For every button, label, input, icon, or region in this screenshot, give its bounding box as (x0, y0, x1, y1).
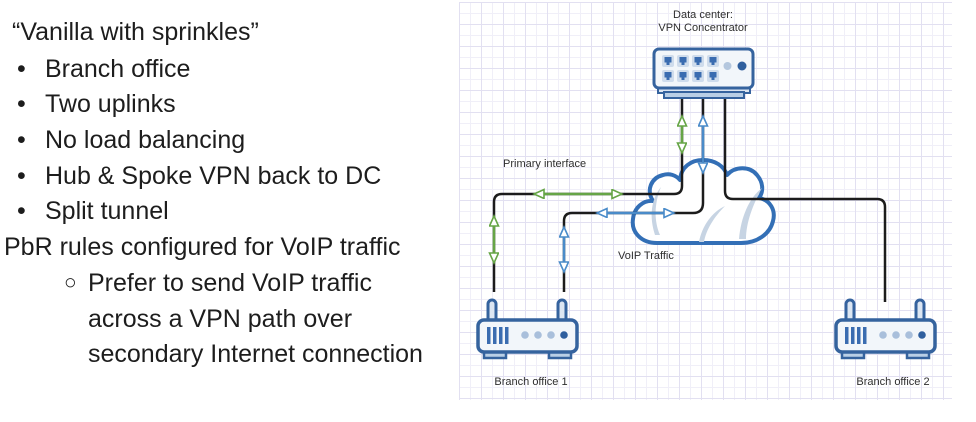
bullet-marker: • (17, 126, 26, 154)
cloud-shading (651, 187, 661, 235)
bullet-item-no-load-balancing: No load balancing (45, 126, 246, 154)
vpn-concentrator-icon (652, 47, 755, 99)
link-branch2-dc (723, 97, 887, 302)
bullet-marker: • (17, 197, 26, 225)
bullet-item-hub-spoke-vpn: Hub & Spoke VPN back to DC (45, 162, 382, 190)
branch-office-2-label: Branch office 2 (856, 376, 930, 388)
primary-path-arrows (494, 117, 682, 262)
bullet-item-two-uplinks: Two uplinks (45, 90, 176, 118)
bullet-marker: • (17, 90, 26, 118)
voip-path-arrows (564, 117, 703, 271)
branch-router-1-icon (476, 298, 579, 360)
datacenter-label: Data center: VPN Concentrator (658, 9, 748, 34)
sub-bullet-line-1: Prefer to send VoIP traffic (88, 269, 372, 297)
voip-traffic-label: VoIP Traffic (618, 250, 674, 262)
sub-bullet-line-3: secondary Internet connection (88, 340, 423, 368)
branch-router-2-icon (834, 298, 937, 360)
cloud-shading (739, 188, 762, 239)
bullet-item-split-tunnel: Split tunnel (45, 197, 169, 225)
primary-interface-label: Primary interface (503, 158, 587, 170)
branch-office-1-label: Branch office 1 (494, 376, 568, 388)
pbr-rules-text: PbR rules configured for VoIP traffic (4, 233, 401, 261)
sub-bullet-marker: ○ (64, 271, 77, 294)
sub-bullet-line-2: across a VPN path over (88, 305, 353, 333)
bullet-marker: • (17, 162, 26, 190)
bullet-item-branch-office: Branch office (45, 55, 191, 83)
slide-title: “Vanilla with sprinkles” (12, 18, 259, 46)
cloud-shading (699, 206, 725, 242)
bullet-marker: • (17, 55, 26, 83)
